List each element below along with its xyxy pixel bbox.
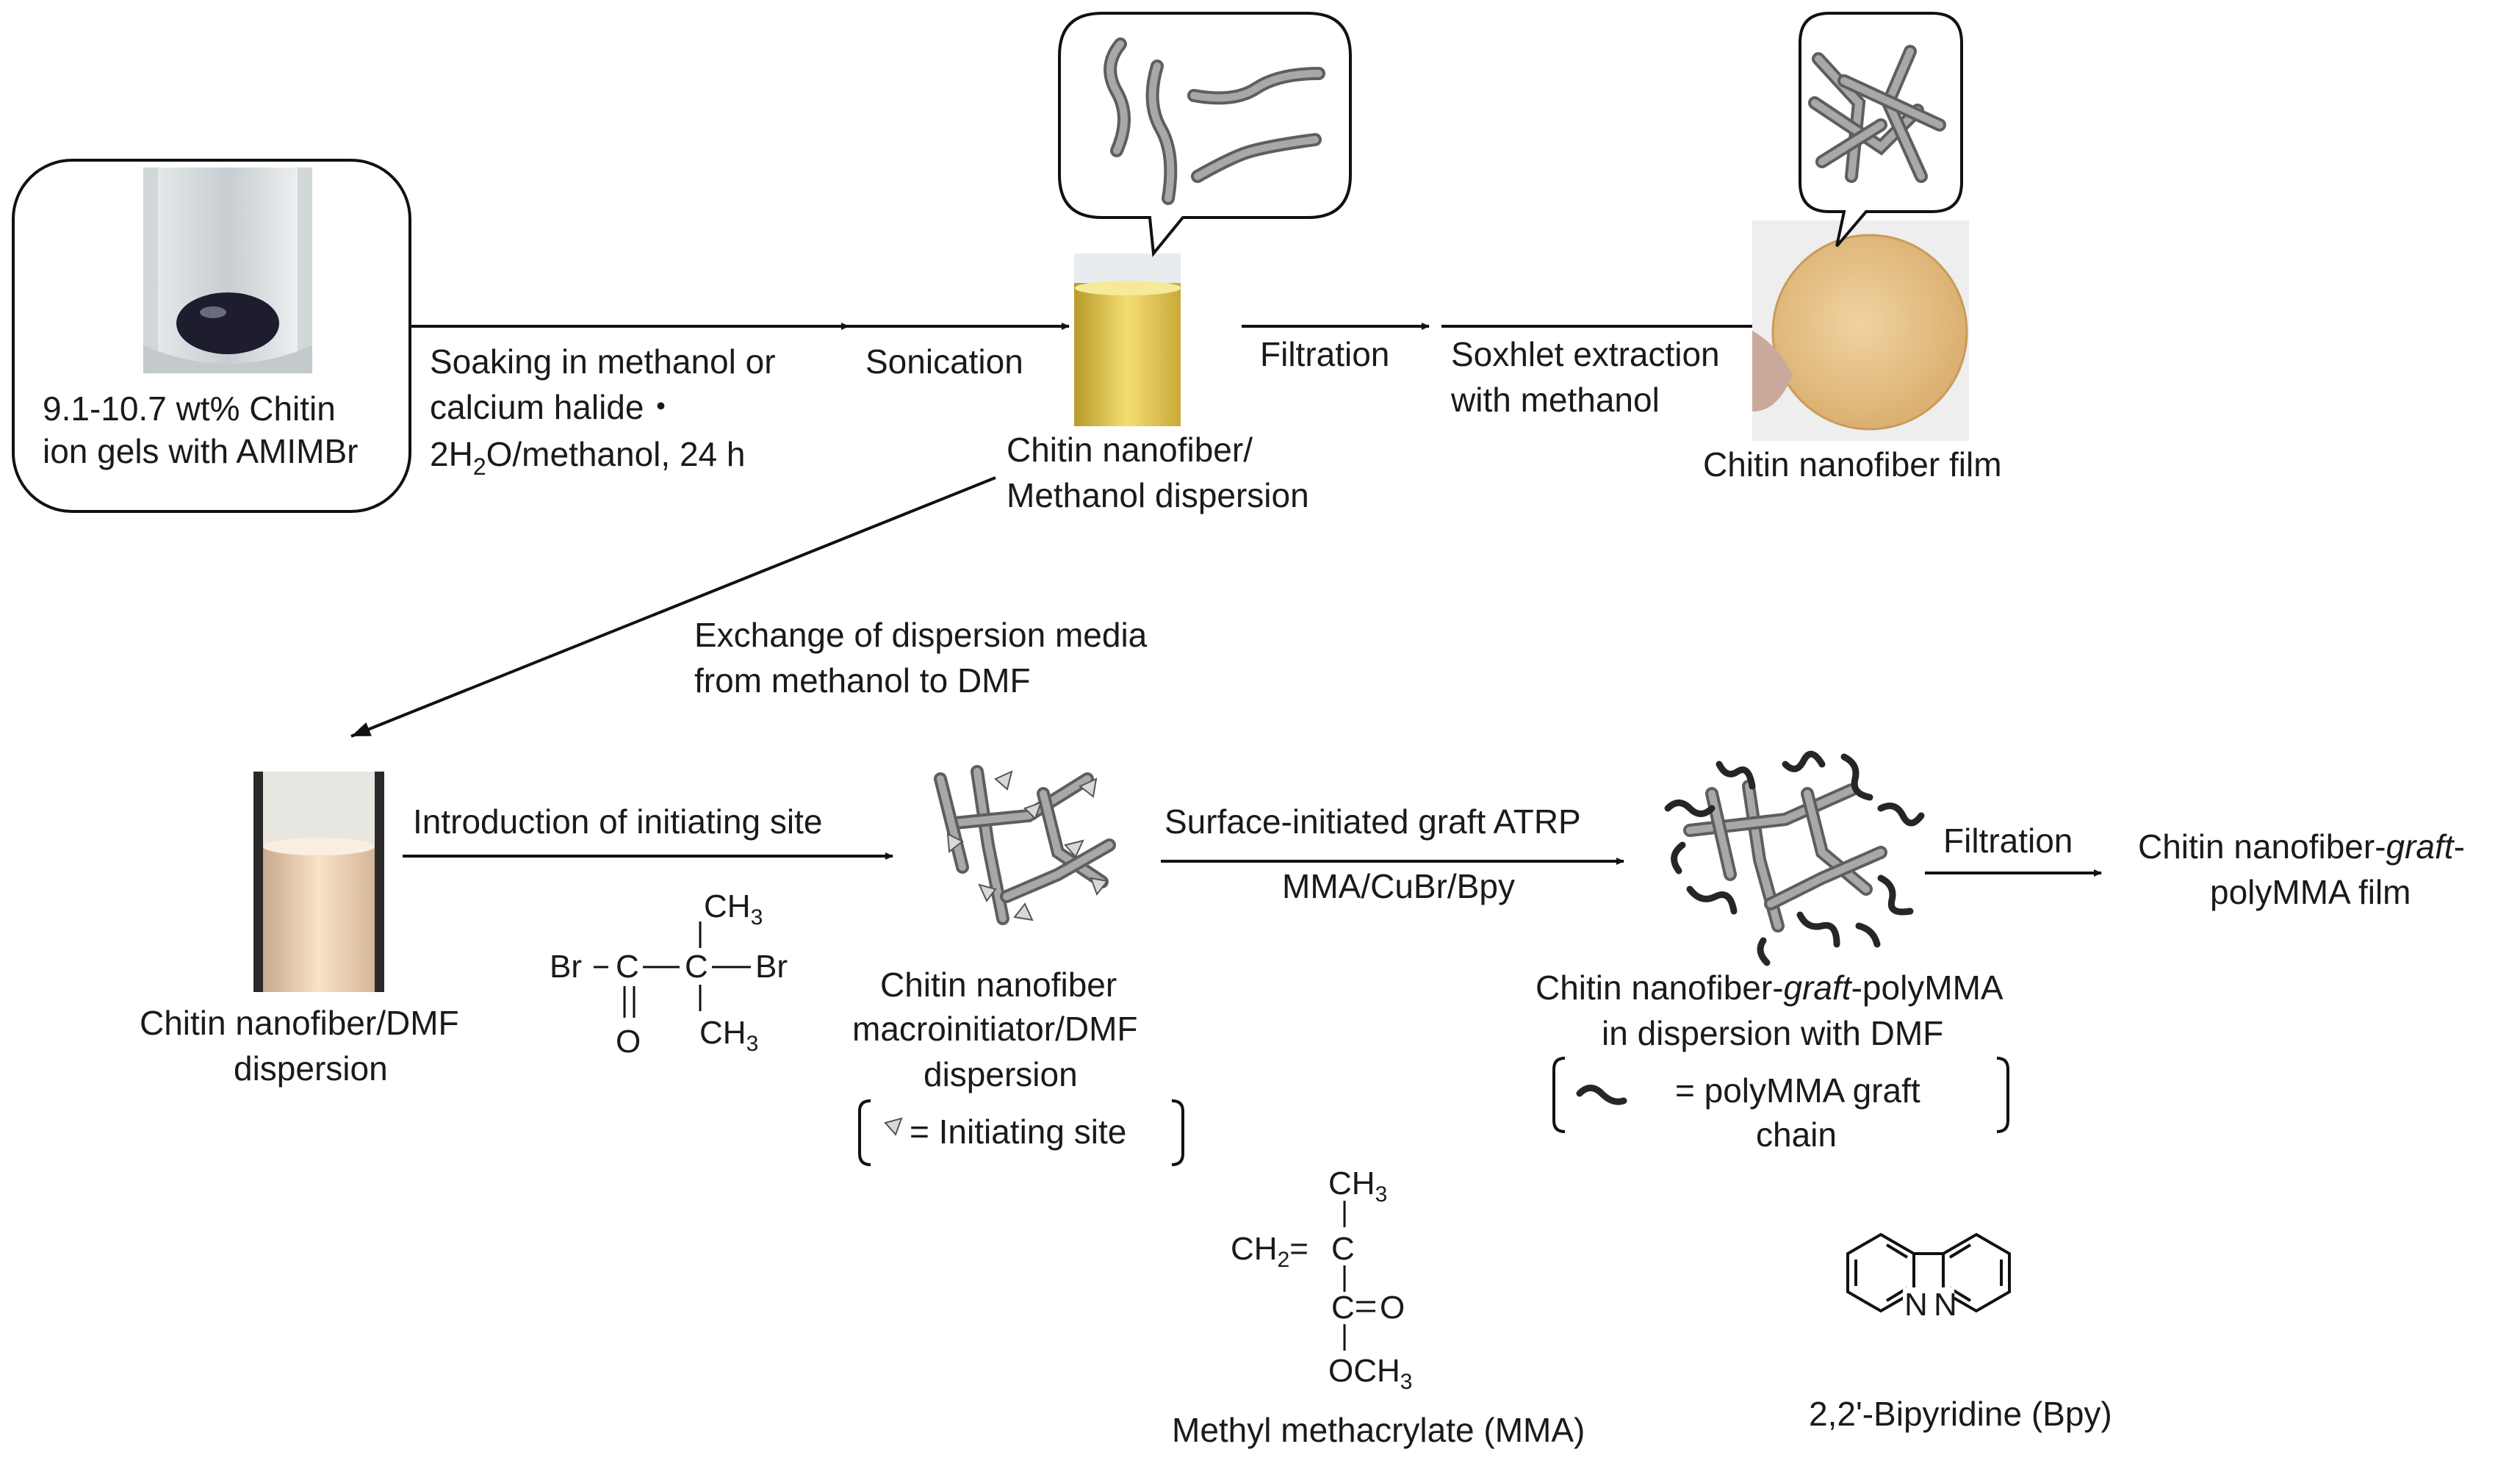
graft-chain-legend-line1: = polyMMA graft (1675, 1071, 1920, 1110)
svg-text:C: C (1331, 1231, 1355, 1267)
initiator-reagent-structure: CH3 Br C C Br CH3 O (550, 888, 788, 1060)
bpy-n-left: N (1904, 1287, 1928, 1323)
film-network-bubble (1799, 12, 1963, 248)
svg-text:O: O (1380, 1290, 1405, 1326)
ion-gel-photo (143, 168, 312, 373)
initiating-site-markers (946, 770, 1109, 921)
nanofiber-bubble (1058, 12, 1352, 258)
ion-gel-panel: 9.1-10.7 wt% Chitin ion gels with AMIMBr (12, 159, 411, 513)
dmf-dispersion-vial (253, 772, 384, 992)
svg-text:CH3: CH3 (699, 1015, 758, 1056)
svg-text:CH3: CH3 (704, 888, 763, 930)
svg-text:O: O (616, 1024, 641, 1060)
soxhlet-line2: with methanol (1450, 381, 1660, 419)
polymma-chain-legend: = polyMMA graft chain (1552, 1057, 2009, 1154)
soak-line2: calcium halide・ (430, 388, 677, 426)
soak-line3: 2H2O/methanol, 24 h (430, 435, 746, 480)
macroinitiator-line2: macroinitiator/DMF (852, 1010, 1138, 1048)
initiating-site-legend: = Initiating site (858, 1099, 1184, 1166)
bpy-n-right: N (1934, 1287, 1957, 1323)
dmf-dispersion-line2: dispersion (234, 1049, 388, 1088)
grafted-fibers (1683, 780, 1887, 933)
macroinitiator-fibers (934, 765, 1116, 925)
svg-text:C: C (685, 949, 708, 985)
macroinitiator-line1: Chitin nanofiber (880, 966, 1117, 1004)
graft-dispersion-line1: Chitin nanofiber-graft-polyMMA (1536, 969, 2004, 1007)
dmf-dispersion-line1: Chitin nanofiber/DMF (140, 1004, 459, 1042)
graft-chain-legend-line2: chain (1756, 1115, 1837, 1154)
mma-name: Methyl methacrylate (MMA) (1172, 1411, 1585, 1449)
atrp-line1: Surface-initiated graft ATRP (1164, 802, 1581, 841)
graft-film-line2: polyMMA film (2210, 873, 2411, 911)
svg-text:OCH3: OCH3 (1328, 1353, 1412, 1394)
mma-structure: CH3 CH2= C C O OCH3 (1231, 1165, 1412, 1394)
atrp-line2: MMA/CuBr/Bpy (1282, 867, 1515, 905)
film-label: Chitin nanofiber film (1703, 445, 2002, 484)
nanofiber-icon (1104, 37, 1325, 205)
arrow-exchange (350, 476, 996, 738)
graft-film-line1: Chitin nanofiber-graft- (2138, 827, 2465, 866)
soak-line1: Soaking in methanol or (430, 342, 776, 381)
exchange-line1: Exchange of dispersion media (694, 616, 1148, 654)
gel-label-line2: ion gels with AMIMBr (43, 432, 358, 470)
svg-text:C: C (616, 949, 639, 985)
svg-text:CH3: CH3 (1328, 1165, 1387, 1207)
sonication-label: Sonication (865, 342, 1023, 381)
graft-chain-icon (1576, 1085, 1627, 1105)
exchange-line2: from methanol to DMF (694, 661, 1031, 700)
methanol-dispersion-line2: Methanol dispersion (1007, 476, 1309, 514)
initiating-site-legend-text: = Initiating site (910, 1113, 1126, 1151)
polymma-chains (1664, 750, 1925, 966)
fiber-network-icon (1808, 45, 1946, 183)
svg-text:Br: Br (550, 949, 582, 985)
graft-dispersion-line2: in dispersion with DMF (1602, 1014, 1943, 1052)
bpy-name: 2,2'-Bipyridine (Bpy) (1809, 1395, 2112, 1433)
macroinitiator-line3: dispersion (924, 1055, 1078, 1093)
gel-label-line1: 9.1-10.7 wt% Chitin (43, 389, 336, 428)
methanol-dispersion-line1: Chitin nanofiber/ (1007, 431, 1253, 469)
initiating-label: Introduction of initiating site (413, 802, 822, 841)
initiating-site-icon (884, 1117, 903, 1136)
soxhlet-line1: Soxhlet extraction (1451, 335, 1720, 373)
svg-text:Br: Br (755, 949, 788, 985)
methanol-dispersion-vial (1074, 254, 1181, 426)
filtration-2-label: Filtration (1943, 822, 2073, 860)
film-photo (1752, 220, 1969, 441)
filtration-1-label: Filtration (1260, 335, 1389, 373)
svg-text:CH2=: CH2= (1231, 1231, 1308, 1272)
svg-text:C: C (1331, 1290, 1355, 1326)
bpy-structure (1846, 1232, 2011, 1313)
